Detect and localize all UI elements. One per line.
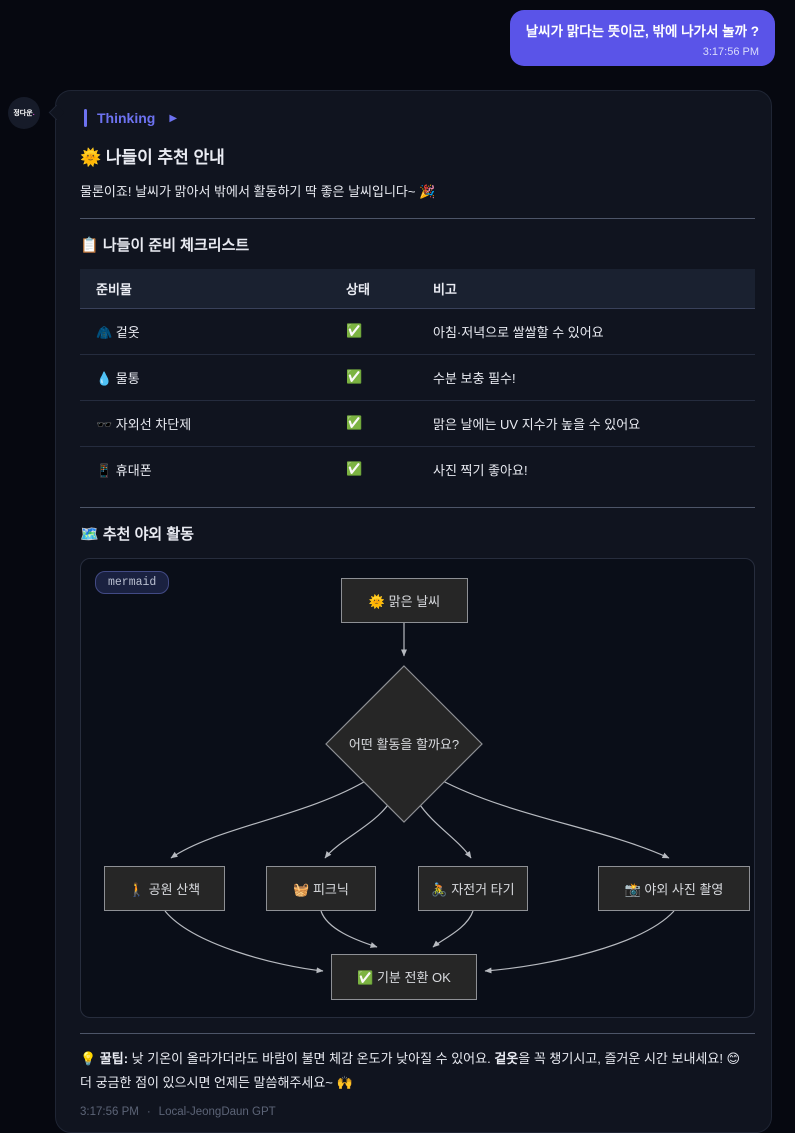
cell-item: 🕶️ 자외선 차단제: [80, 400, 330, 447]
activities-heading: 🗺️ 추천 야외 활동: [80, 525, 194, 543]
table-row: 💧 물통 ✅ 수분 보충 필수!: [80, 354, 755, 401]
tip-bold-word: 겉옷: [494, 1050, 519, 1066]
flow-node-photo: 📸 야외 사진 촬영: [598, 865, 750, 911]
flow-node-walk: 🚶 공원 산책: [104, 865, 225, 911]
thinking-toggle[interactable]: Thinking ▶: [84, 109, 755, 127]
cell-item: 📱 휴대폰: [96, 462, 152, 478]
user-message-text: 날씨가 맑다는 뜻이군, 밖에 나가서 놀까 ?: [525, 24, 759, 39]
checklist-heading: 📋 나들이 준비 체크리스트: [80, 236, 250, 254]
assistant-message-bubble: Thinking ▶ 🌞 나들이 추천 안내 물론이죠! 날씨가 맑아서 밖에서…: [48, 90, 772, 1133]
cell-note: 사진 찍기 좋아요!: [433, 462, 528, 478]
divider: [80, 1032, 755, 1034]
model-name: Local-JeongDaun GPT: [158, 1105, 276, 1118]
cell-status: ✅: [330, 354, 417, 401]
tip-body: 낮 기온이 올라가더라도 바람이 불면 체감 온도가 낮아질 수 있어요.: [128, 1050, 495, 1066]
flow-node-end: ✅ 기분 전환 OK: [331, 953, 477, 1000]
decision-diamond: [325, 664, 483, 823]
chevron-right-icon: ▶: [169, 112, 178, 124]
flow-node-question: 어떤 활동을 할까요?: [348, 737, 460, 753]
message-timestamp: 3:17:56 PM: [80, 1105, 139, 1118]
bubble-tail: [48, 104, 65, 121]
cell-note: 맑은 날에는 UV 지수가 높을 수 있어요: [417, 400, 755, 447]
user-message-timestamp: 3:17:56 PM: [702, 45, 759, 58]
flow-node-bike: 🚴 자전거 타기: [418, 865, 528, 911]
column-header-status: 상태: [330, 268, 417, 309]
cell-item: 🧥 겉옷: [80, 308, 330, 355]
tip-label: 💡 꿀팁:: [80, 1050, 129, 1066]
divider: [80, 217, 755, 219]
assistant-avatar-label: 정다운: [13, 110, 33, 117]
cell-status: ✅: [330, 400, 417, 447]
cell-note: 수분 보충 필수!: [417, 354, 755, 401]
flowchart-edges: [164, 622, 675, 974]
flow-node-picnic: 🧺 피크닉: [266, 865, 376, 911]
column-header-item: 준비물: [80, 268, 330, 309]
table-row: 🕶️ 자외선 차단제 ✅ 맑은 날에는 UV 지수가 높을 수 있어요: [80, 400, 755, 447]
cell-status: ✅: [330, 308, 417, 355]
message-meta: 3:17:56 PM · Local-JeongDaun GPT: [80, 1106, 755, 1118]
meta-separator: ·: [146, 1105, 151, 1118]
tip-text: 💡 꿀팁: 낮 기온이 올라가더라도 바람이 불면 체감 온도가 낮아질 수 있…: [80, 1048, 755, 1070]
thinking-label: Thinking: [97, 110, 156, 126]
table-row: 📱 휴대폰 ✅ 사진 찍기 좋아요!: [80, 446, 755, 492]
cell-note: 아침·저녁으로 쌀쌀할 수 있어요: [417, 308, 755, 355]
intro-text: 물론이죠! 날씨가 맑아서 밖에서 활동하기 딱 좋은 날씨입니다~ 🎉: [80, 184, 436, 199]
checklist-table: 준비물 상태 비고 🧥 겉옷 ✅ 아침·저녁으로 쌀쌀할 수 있어요 💧 물통 …: [80, 268, 755, 492]
assistant-avatar-dot: .: [32, 109, 35, 117]
code-language-badge: mermaid: [95, 570, 170, 594]
tip-tail: 을 꼭 챙기시고, 즐거운 시간 보내세요! 😊: [518, 1050, 741, 1066]
table-row: 🧥 겉옷 ✅ 아침·저녁으로 쌀쌀할 수 있어요: [80, 308, 755, 355]
user-message-bubble: 날씨가 맑다는 뜻이군, 밖에 나가서 놀까 ? 3:17:56 PM: [509, 10, 775, 66]
table-header-row: 준비물 상태 비고: [80, 268, 755, 309]
thinking-accent-bar: [84, 109, 87, 127]
mermaid-diagram-panel: mermaid 🌞 맑은 날씨 어떤 활동을 할까요?: [80, 557, 755, 1018]
flow-node-start: 🌞 맑은 날씨: [341, 577, 468, 623]
column-header-note: 비고: [417, 268, 755, 309]
closing-text: 더 궁금한 점이 있으시면 언제든 말씀해주세요~ 🙌: [80, 1074, 353, 1090]
cell-item: 💧 물통: [80, 354, 330, 401]
message-title: 🌞 나들이 추천 안내: [80, 148, 225, 167]
cell-status: ✅: [346, 461, 363, 477]
assistant-avatar[interactable]: 정다운.: [8, 97, 40, 129]
divider: [80, 506, 755, 508]
